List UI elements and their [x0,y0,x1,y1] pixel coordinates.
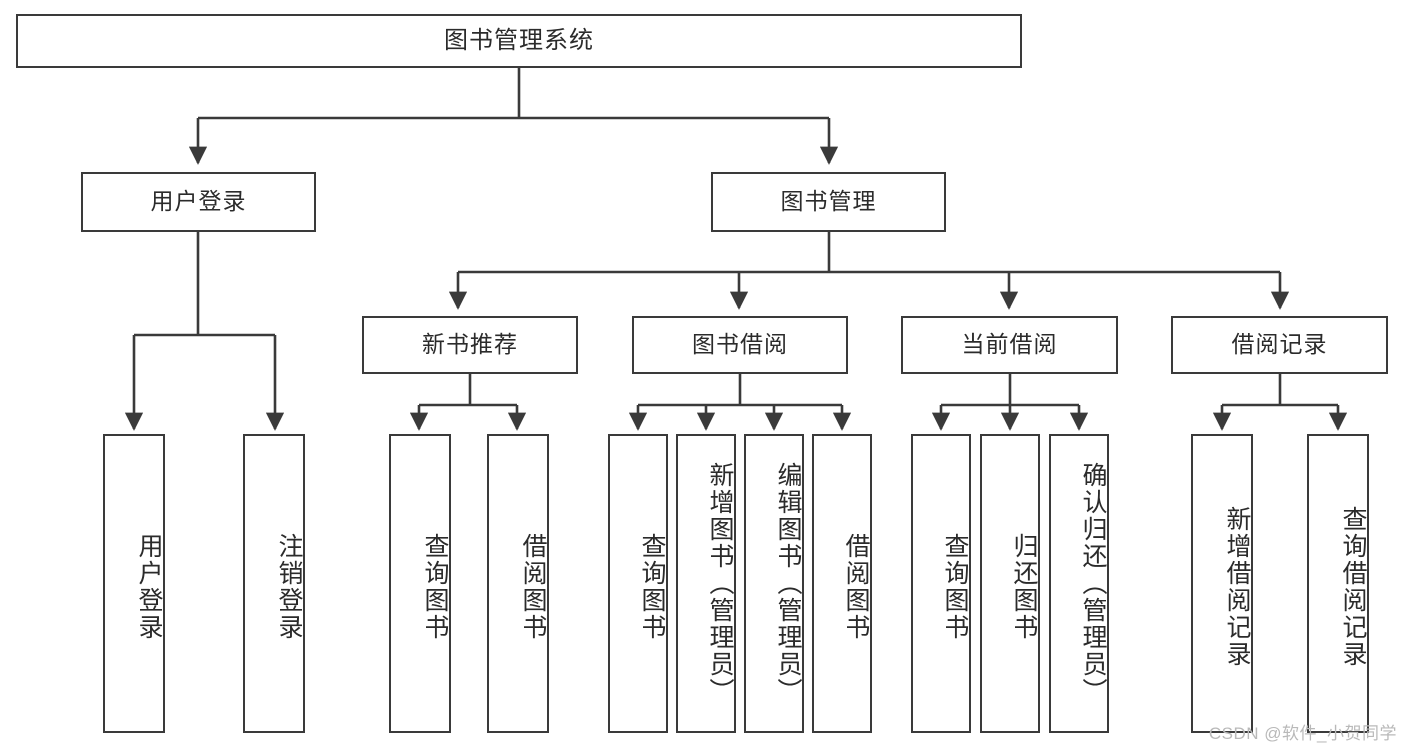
node-root-book-management-system[interactable]: 图书管理系统 [16,14,1022,68]
leaf-query-books-current[interactable]: 查询图书 [911,434,971,733]
leaf-add-book-admin[interactable]: 新增图书（管理员） [676,434,736,733]
leaf-add-borrowing-record[interactable]: 新增借阅记录 [1191,434,1253,733]
leaf-query-borrowing-record[interactable]: 查询借阅记录 [1307,434,1369,733]
leaf-edit-book-admin[interactable]: 编辑图书（管理员） [744,434,804,733]
leaf-borrow-books-borrowing[interactable]: 借阅图书 [812,434,872,733]
leaf-query-books-recommendation[interactable]: 查询图书 [389,434,451,733]
node-book-management[interactable]: 图书管理 [711,172,946,232]
leaf-return-books[interactable]: 归还图书 [980,434,1040,733]
csdn-watermark: CSDN @软件_小贺同学 [1208,724,1397,743]
leaf-query-books-borrowing[interactable]: 查询图书 [608,434,668,733]
node-current-borrowing[interactable]: 当前借阅 [901,316,1118,374]
leaf-user-login[interactable]: 用户登录 [103,434,165,733]
node-book-borrowing[interactable]: 图书借阅 [632,316,848,374]
leaf-borrow-books-recommendation[interactable]: 借阅图书 [487,434,549,733]
leaf-logout[interactable]: 注销登录 [243,434,305,733]
node-new-book-recommendation[interactable]: 新书推荐 [362,316,578,374]
node-user-login[interactable]: 用户登录 [81,172,316,232]
leaf-confirm-return-admin[interactable]: 确认归还（管理员） [1049,434,1109,733]
node-borrowing-records[interactable]: 借阅记录 [1171,316,1388,374]
